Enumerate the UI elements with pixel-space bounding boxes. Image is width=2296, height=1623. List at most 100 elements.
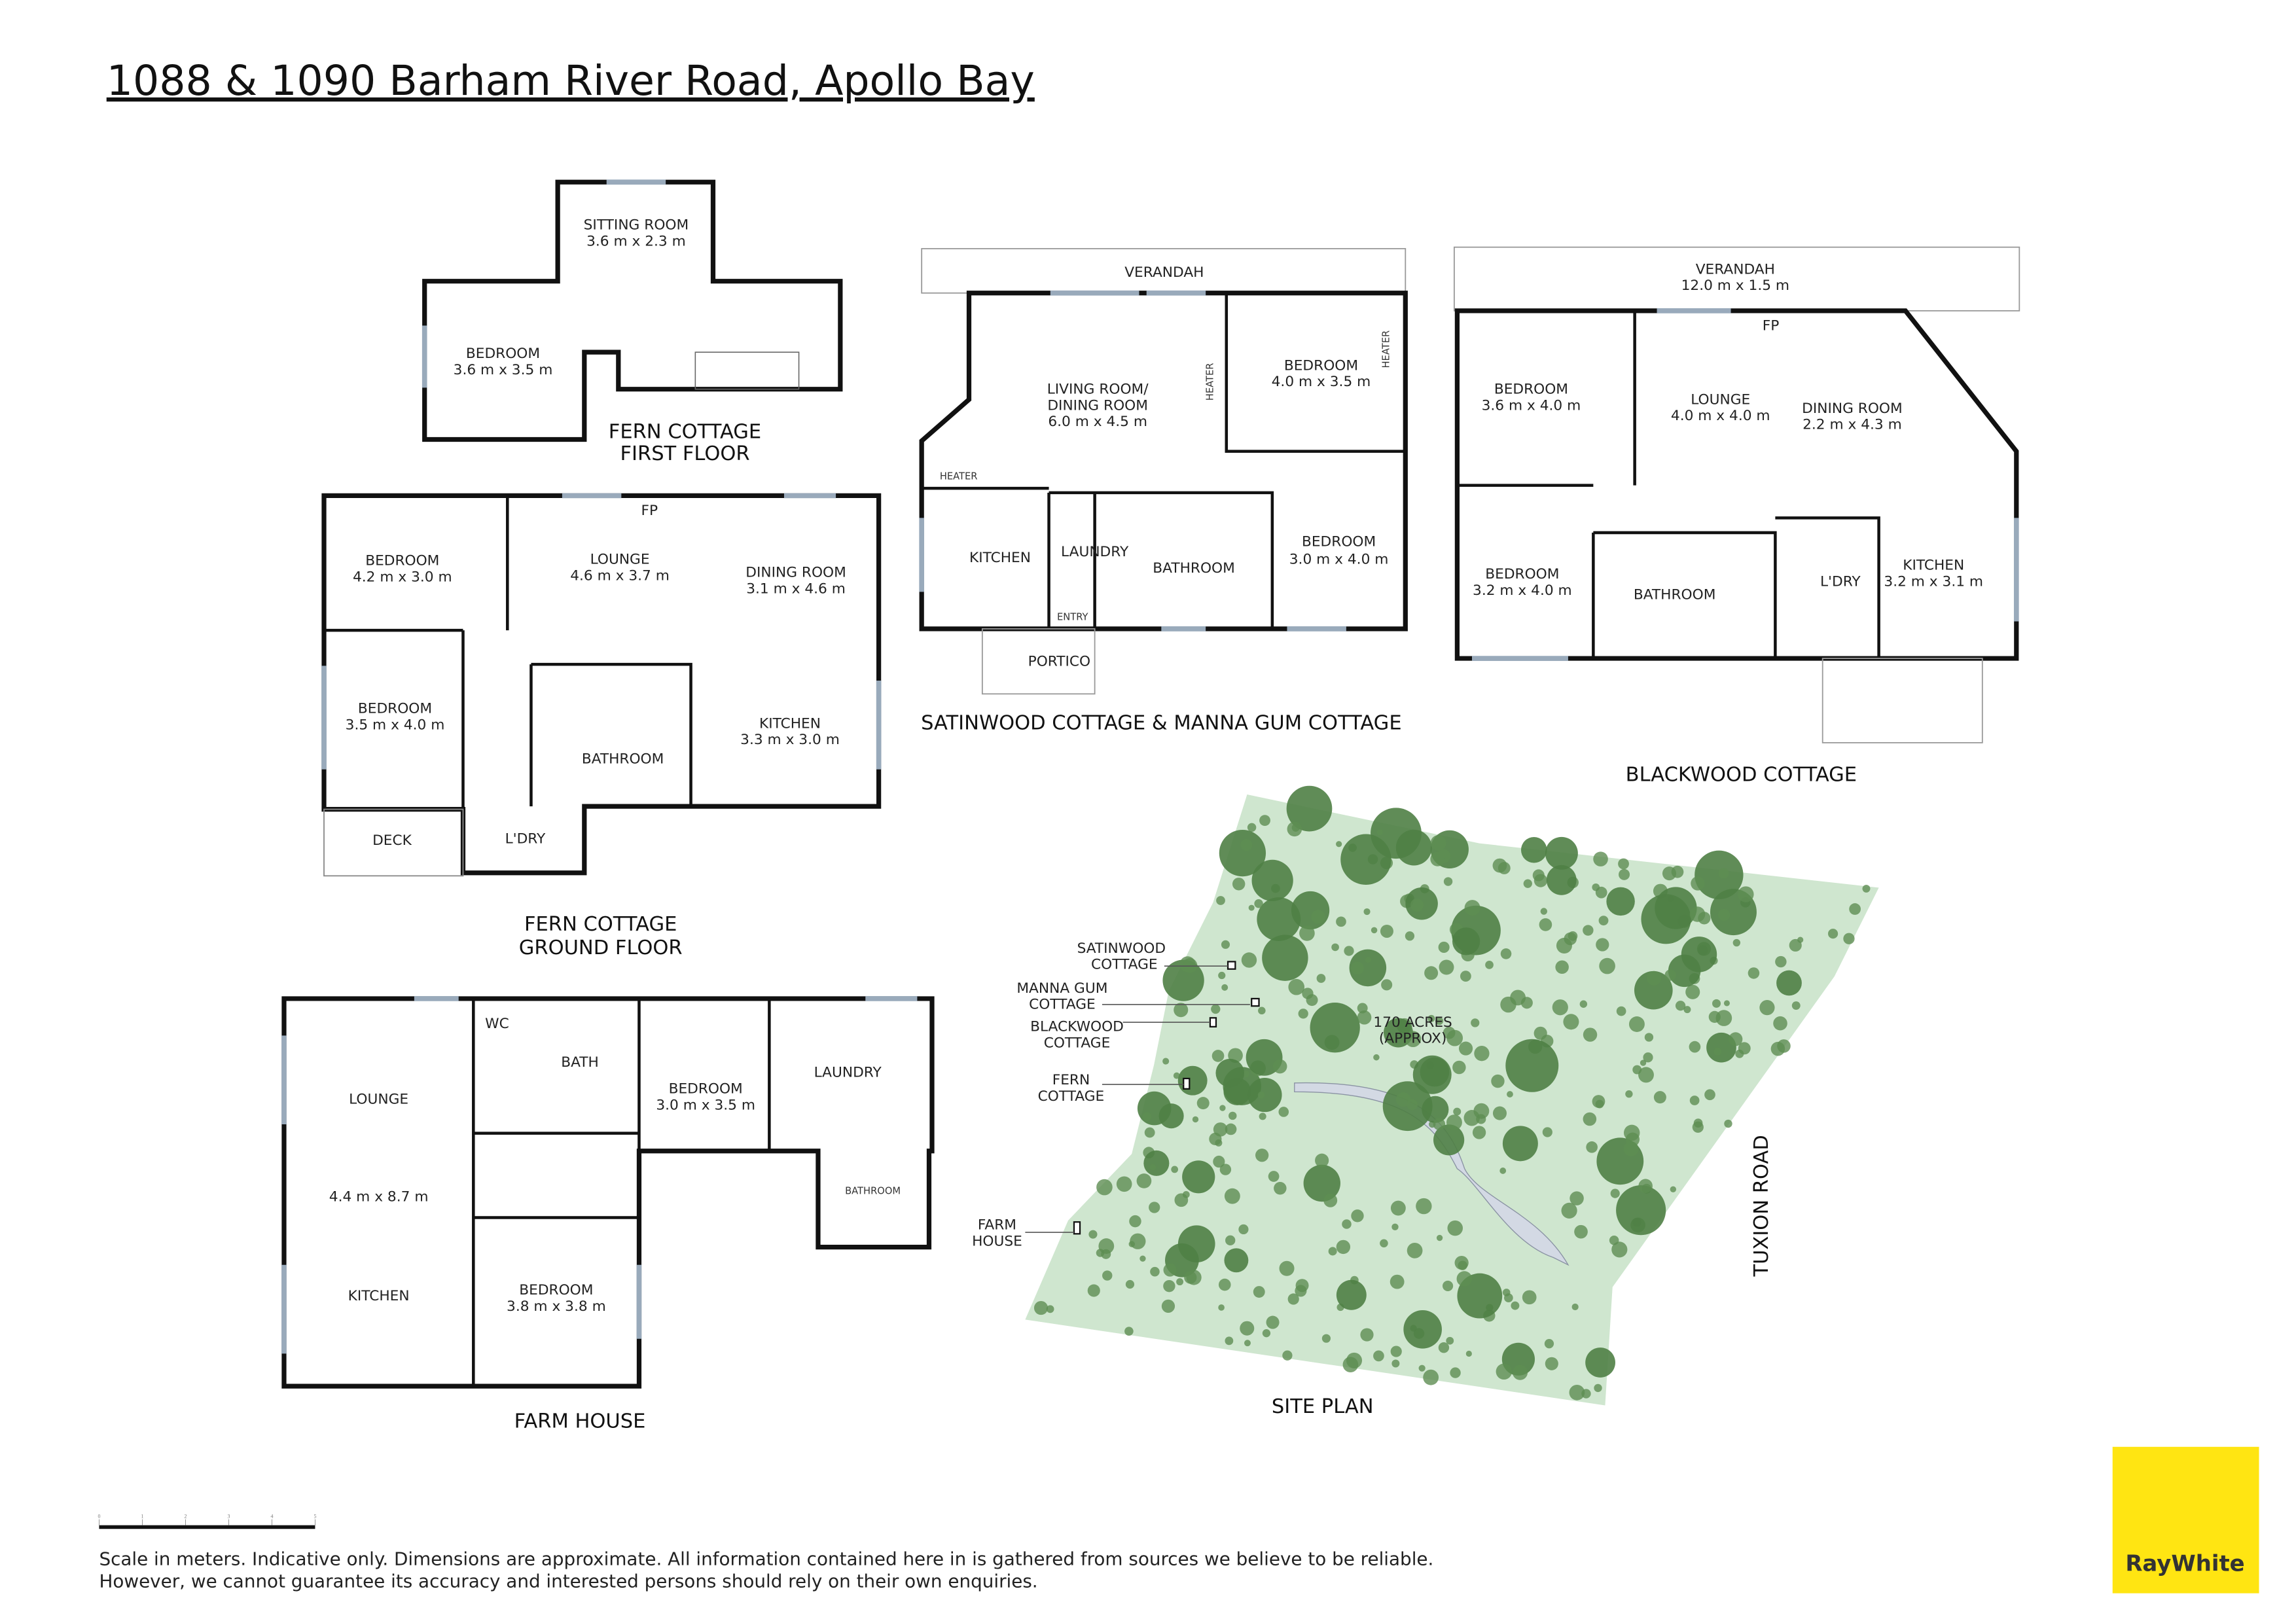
stairs <box>694 351 800 390</box>
tree <box>1717 908 1731 921</box>
fern-cottage-first-floor: SITTING ROOM 3.6 m x 2.3 m BEDROOM 3.6 m… <box>422 179 843 465</box>
ray-white-logo: RayWhite <box>2112 1446 2259 1594</box>
tree <box>1116 1176 1132 1192</box>
tree <box>1422 1096 1449 1123</box>
tree <box>1598 916 1609 926</box>
tree <box>1225 1336 1234 1346</box>
tree <box>1295 1279 1309 1293</box>
tree <box>1532 869 1545 882</box>
room-name: LOUNGE <box>590 551 650 567</box>
tree <box>1218 971 1226 980</box>
tree <box>1291 823 1300 832</box>
blackwood-cottage-plan: VERANDAH 12.0 m x 1.5 m FP BEDROOM 3.6 m… <box>1453 246 2020 787</box>
deck <box>323 808 464 877</box>
tree <box>1581 1389 1591 1399</box>
fireplace-label: FP <box>641 503 658 519</box>
tree <box>1623 1141 1639 1156</box>
tree <box>1438 1342 1450 1353</box>
room-dims: 4.2 m x 3.0 m <box>353 569 452 586</box>
tree <box>1229 1111 1237 1120</box>
tree <box>1390 1200 1406 1216</box>
tree <box>1416 1198 1432 1215</box>
tree <box>1357 1010 1372 1025</box>
tree <box>1211 1004 1221 1014</box>
tree <box>1149 1164 1157 1171</box>
room-dims: 2.2 m x 4.3 m <box>1803 417 1902 433</box>
tree <box>1430 835 1446 851</box>
tree <box>1453 1107 1462 1116</box>
room-name: KITCHEN <box>969 550 1031 566</box>
plan-caption: FARM HOUSE <box>514 1410 646 1433</box>
tree <box>1542 1127 1552 1137</box>
room-name: BEDROOM <box>358 701 432 717</box>
room-name: DECK <box>372 832 412 849</box>
site-label: FERN <box>1052 1072 1090 1088</box>
tree <box>1625 1090 1633 1098</box>
tree <box>1129 1215 1141 1228</box>
tree <box>1376 829 1383 836</box>
tree <box>1507 1091 1513 1097</box>
tree <box>1586 1141 1598 1153</box>
tree <box>1447 1220 1463 1236</box>
tree <box>1691 876 1705 891</box>
tree <box>1616 1185 1666 1236</box>
tree <box>1225 1235 1236 1245</box>
room-name: BEDROOM <box>1284 357 1358 374</box>
tree <box>1862 884 1871 893</box>
room-dims: 3.6 m x 4.0 m <box>1482 397 1581 414</box>
tree <box>1219 1105 1226 1111</box>
room-dims: 3.8 m x 3.8 m <box>507 1298 606 1315</box>
tree <box>1472 1126 1486 1139</box>
room-dims: 6.0 m x 4.5 m <box>1048 414 1147 430</box>
tree <box>1259 815 1270 827</box>
tree <box>1373 1054 1380 1061</box>
tree <box>1323 1193 1338 1207</box>
tree <box>1225 1123 1237 1135</box>
tree <box>1182 1190 1190 1198</box>
room-name: PORTICO <box>1028 653 1091 669</box>
tree <box>1522 1290 1537 1305</box>
tree <box>1738 886 1754 902</box>
trees <box>1033 785 1871 1400</box>
tree <box>1583 925 1594 936</box>
tree <box>1523 879 1532 888</box>
tree <box>1675 1001 1686 1011</box>
room-name: BEDROOM <box>519 1282 593 1298</box>
tree <box>1446 1029 1463 1046</box>
tree <box>1618 858 1629 870</box>
tree <box>1279 1260 1295 1276</box>
tree <box>1596 938 1609 952</box>
tree <box>1539 918 1552 931</box>
tree <box>1254 899 1263 908</box>
site-label: BLACKWOOD <box>1030 1019 1124 1035</box>
tree <box>1433 1118 1446 1130</box>
tree <box>1446 1115 1462 1131</box>
room-name: KITCHEN <box>1903 557 1964 573</box>
room-dims: 4.0 m x 4.0 m <box>1671 408 1770 424</box>
tree <box>1173 1072 1180 1079</box>
tree <box>1644 1033 1654 1042</box>
tree <box>1125 1279 1135 1289</box>
scale-tick-label: 5 <box>314 1513 316 1519</box>
tree <box>1219 1164 1232 1175</box>
room-name: BATHROOM <box>1634 587 1716 603</box>
tree <box>1738 1042 1751 1055</box>
room-dims: 3.5 m x 4.0 m <box>346 717 445 734</box>
site-label: COTTAGE <box>1038 1088 1105 1105</box>
heater-label: HEATER <box>1204 363 1215 401</box>
tree <box>1161 1299 1175 1313</box>
satinwood-walls <box>919 291 1408 632</box>
tree <box>1773 1016 1787 1031</box>
scale-tick-label: 4 <box>270 1513 273 1519</box>
tree <box>1512 1364 1528 1380</box>
tree <box>1390 1346 1402 1357</box>
tree <box>1583 1112 1597 1126</box>
tree <box>1182 1160 1215 1194</box>
tree <box>1789 938 1802 952</box>
tree <box>1412 1055 1452 1094</box>
tree <box>1331 943 1339 952</box>
tree <box>1221 940 1230 949</box>
heater-label: HEATER <box>940 471 978 482</box>
plan-caption: GROUND FLOOR <box>519 936 683 959</box>
tree <box>1218 1304 1225 1311</box>
